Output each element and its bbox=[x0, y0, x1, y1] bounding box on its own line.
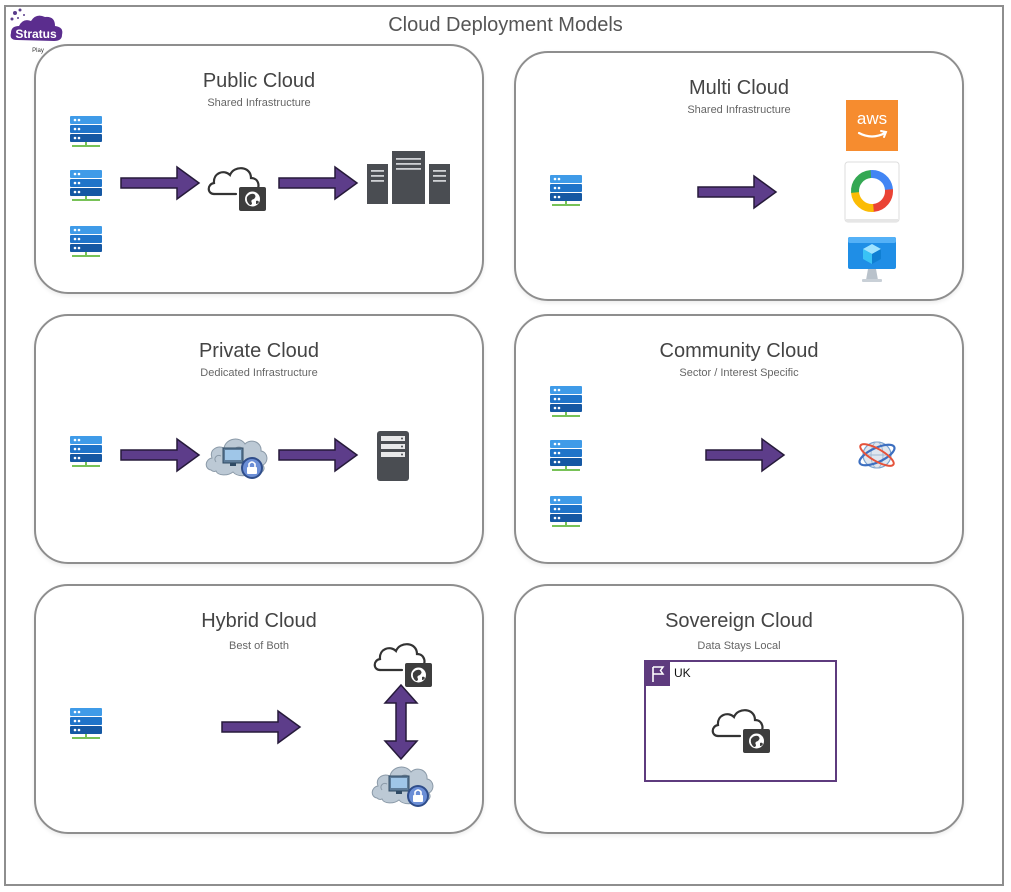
google-cloud-icon bbox=[844, 161, 900, 223]
multi-cloud-panel: Multi Cloud Shared Infrastructure aws bbox=[514, 51, 964, 301]
private-cloud-panel: Private Cloud Dedicated Infrastructure bbox=[34, 314, 484, 564]
community-cloud-panel: Community Cloud Sector / Interest Specif… bbox=[514, 314, 964, 564]
server-icon bbox=[68, 224, 104, 260]
public-cloud-panel: Public Cloud Shared Infrastructure bbox=[34, 44, 484, 294]
panel-subtitle: Shared Infrastructure bbox=[687, 104, 791, 116]
server-icon bbox=[548, 384, 584, 420]
region-label: UK bbox=[674, 666, 691, 680]
private-cloud-lock-icon bbox=[370, 760, 436, 808]
sovereign-cloud-panel: Sovereign Cloud Data Stays Local UK bbox=[514, 584, 964, 834]
server-icon bbox=[548, 494, 584, 530]
cloud-globe-icon bbox=[710, 702, 772, 754]
panel-subtitle: Data Stays Local bbox=[697, 640, 781, 652]
svg-text:Stratus: Stratus bbox=[15, 27, 57, 41]
server-icon bbox=[68, 114, 104, 150]
arrow-right-icon bbox=[278, 165, 359, 201]
panel-title: Public Cloud bbox=[202, 70, 316, 92]
arrow-right-icon bbox=[705, 437, 786, 473]
panel-subtitle: Best of Both bbox=[229, 640, 289, 652]
arrow-right-icon bbox=[120, 437, 201, 473]
panel-subtitle: Dedicated Infrastructure bbox=[200, 367, 318, 379]
panel-title: Community Cloud bbox=[659, 340, 819, 362]
diagram-title: Cloud Deployment Models bbox=[388, 14, 623, 36]
uk-region-box: UK bbox=[644, 660, 837, 782]
flag-icon bbox=[646, 662, 670, 686]
panel-title: Sovereign Cloud bbox=[665, 610, 813, 632]
aws-label: aws bbox=[856, 109, 888, 128]
server-icon bbox=[548, 173, 584, 209]
server-icon bbox=[548, 438, 584, 474]
stratus-play-logo: Stratus Play bbox=[8, 6, 64, 58]
arrow-right-icon bbox=[697, 174, 778, 210]
arrow-bidirectional-vertical-icon bbox=[383, 683, 419, 761]
panel-title: Multi Cloud bbox=[688, 77, 790, 99]
server-icon bbox=[68, 168, 104, 204]
globe-network-icon bbox=[856, 438, 898, 472]
datacenter-icon bbox=[366, 150, 452, 206]
server-icon bbox=[68, 434, 104, 470]
panel-subtitle: Shared Infrastructure bbox=[207, 97, 311, 109]
hybrid-cloud-panel: Hybrid Cloud Best of Both bbox=[34, 584, 484, 834]
cloud-globe-icon bbox=[206, 160, 268, 212]
panel-title: Private Cloud bbox=[198, 340, 320, 362]
panel-subtitle: Sector / Interest Specific bbox=[679, 367, 799, 379]
aws-icon: aws bbox=[846, 100, 898, 151]
arrow-right-icon bbox=[221, 709, 302, 745]
dedicated-server-icon bbox=[376, 430, 410, 482]
panel-title: Hybrid Cloud bbox=[201, 610, 317, 632]
private-cloud-lock-icon bbox=[204, 432, 270, 480]
arrow-right-icon bbox=[120, 165, 201, 201]
arrow-right-icon bbox=[278, 437, 359, 473]
server-icon bbox=[68, 706, 104, 742]
svg-text:Play: Play bbox=[32, 48, 44, 54]
azure-icon bbox=[846, 235, 898, 283]
cloud-globe-icon bbox=[372, 636, 434, 688]
